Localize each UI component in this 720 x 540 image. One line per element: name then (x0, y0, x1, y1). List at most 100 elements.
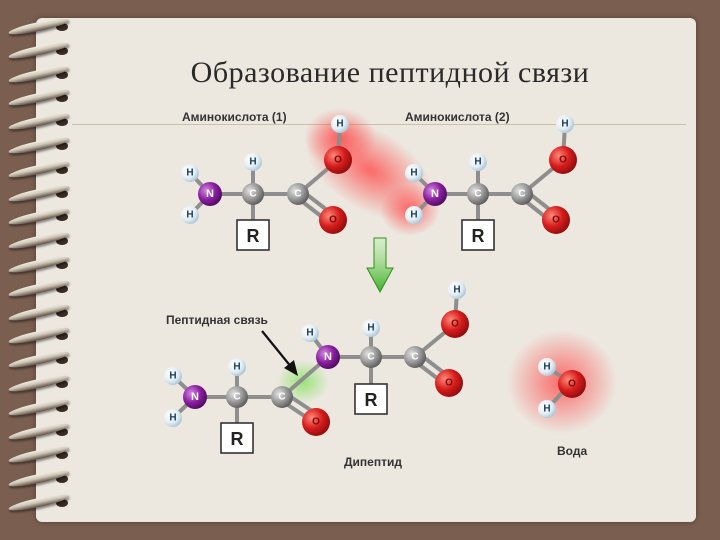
atom-symbol: O (329, 215, 337, 226)
binding-hole (56, 475, 68, 484)
peptide-bond-label: Пептидная связь (166, 313, 268, 327)
atom-symbol: H (169, 413, 176, 424)
atom-symbol: H (169, 371, 176, 382)
atom-symbol: O (451, 319, 459, 330)
binding-hole (56, 380, 68, 388)
atom-symbol: C (367, 352, 374, 363)
oxygen-atom: O (558, 370, 586, 398)
atom-symbol: O (334, 155, 342, 166)
atom-symbol: H (306, 328, 313, 339)
hydrogen-atom: H (469, 153, 487, 171)
atom-symbol: O (568, 379, 576, 390)
hydrogen-atom: H (244, 153, 262, 171)
atom-symbol: H (186, 210, 193, 221)
carbon-atom: C (467, 183, 489, 205)
atom-symbol: H (453, 285, 460, 296)
r-group-2: R (461, 219, 495, 251)
atom-symbol: N (324, 351, 332, 363)
atom-symbol: H (410, 210, 417, 221)
binding-hole (56, 261, 68, 269)
binding-hole (56, 332, 68, 341)
hydrogen-atom: H (181, 164, 199, 182)
slide-title: Образование пептидной связи (190, 56, 590, 89)
binding-hole (56, 189, 68, 198)
oxygen-atom: O (302, 408, 330, 436)
binding-hole (56, 118, 68, 127)
hydrogen-atom: H (538, 358, 556, 376)
atom-symbol: C (474, 189, 481, 200)
atom-symbol: C (233, 392, 240, 403)
binding-hole (56, 46, 68, 55)
binding-hole (56, 213, 68, 222)
hydrogen-atom: H (362, 319, 380, 337)
hydrogen-atom: H (405, 206, 423, 224)
hydrogen-atom: H (556, 115, 574, 133)
binding-hole (56, 451, 68, 460)
hydrogen-atom: H (164, 367, 182, 385)
r-group-symbol: R (231, 429, 244, 449)
binding-hole (56, 308, 68, 317)
r-group-symbol: R (472, 226, 485, 246)
nitrogen-atom: N (423, 182, 447, 206)
amino-acid-1-label: Аминокислота (1) (182, 110, 287, 124)
binding-hole (56, 94, 68, 103)
binding-hole (56, 403, 68, 412)
atom-symbol: N (431, 188, 439, 200)
oxygen-atom: O (441, 310, 469, 338)
reaction-arrow (366, 237, 394, 294)
atom-symbol: O (559, 155, 567, 166)
r-group-1: R (236, 219, 270, 251)
nitrogen-atom: N (198, 182, 222, 206)
carbon-atom: C (271, 386, 293, 408)
binding-hole (56, 237, 68, 246)
title-divider (72, 124, 686, 125)
nitrogen-atom: N (316, 345, 340, 369)
water-label: Вода (557, 444, 587, 458)
binding-hole (56, 23, 68, 31)
atom-symbol: H (561, 119, 568, 130)
atom-symbol: H (186, 168, 193, 179)
binding-hole (56, 70, 68, 79)
atom-symbol: H (336, 119, 343, 130)
atom-symbol: H (249, 157, 256, 168)
binding-hole (56, 427, 68, 436)
atom-symbol: O (312, 417, 320, 428)
atoms: H H N H C C O H O H H N H C C O H O H H … (164, 115, 586, 436)
atom-symbol: H (543, 362, 550, 373)
oxygen-atom: O (542, 206, 570, 234)
oxygen-atom: O (319, 206, 347, 234)
r-group-dipeptide-1: R (220, 422, 254, 454)
amino-acid-2-label: Аминокислота (2) (405, 110, 510, 124)
hydrogen-atom: H (301, 324, 319, 342)
atom-symbol: C (294, 189, 301, 200)
binding-hole (56, 284, 68, 293)
binding-hole (56, 142, 68, 150)
atom-symbol: H (543, 404, 550, 415)
r-group-symbol: R (247, 226, 260, 246)
nitrogen-atom: N (183, 385, 207, 409)
binding-hole (56, 165, 68, 174)
hydrogen-atom: H (405, 164, 423, 182)
binding-hole (56, 356, 68, 365)
atom-symbol: C (518, 189, 525, 200)
carbon-atom: C (404, 346, 426, 368)
atom-symbol: N (206, 188, 214, 200)
atom-symbol: C (249, 189, 256, 200)
carbon-atom: C (226, 386, 248, 408)
atom-symbol: H (474, 157, 481, 168)
carbon-atom: C (511, 183, 533, 205)
atom-symbol: C (411, 352, 418, 363)
atom-symbol: C (278, 392, 285, 403)
atom-symbol: H (233, 362, 240, 373)
dipeptide-label: Дипептид (344, 455, 402, 469)
hydrogen-atom: H (228, 358, 246, 376)
hydrogen-atom: H (448, 281, 466, 299)
atom-symbol: H (367, 323, 374, 334)
atom-symbol: O (552, 215, 560, 226)
r-group-symbol: R (365, 390, 378, 410)
hydrogen-atom: H (181, 206, 199, 224)
atom-symbol: H (410, 168, 417, 179)
hydrogen-atom: H (331, 115, 349, 133)
